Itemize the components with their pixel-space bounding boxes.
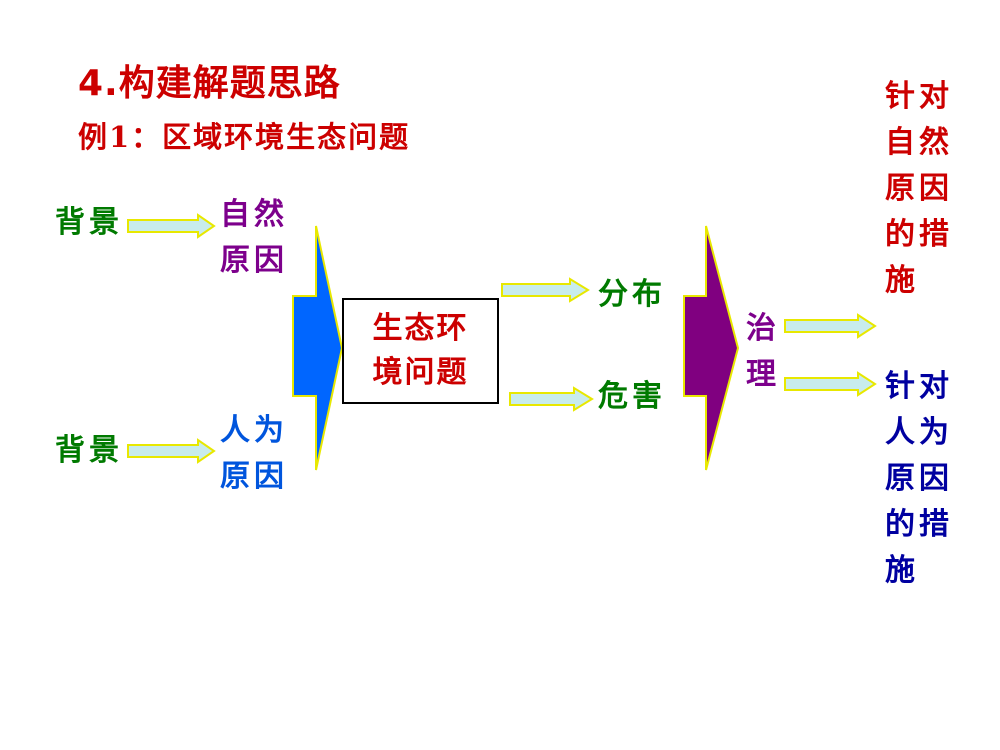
example-subtitle: 例1：区域环境生态问题 bbox=[78, 120, 411, 154]
human-measures-label: 针对人为原因的措施 bbox=[885, 369, 953, 588]
arrow-to-human-measures bbox=[784, 371, 877, 397]
arrow-background-top bbox=[127, 213, 216, 239]
background-label-top: 背景 bbox=[55, 205, 123, 240]
arrow-background-bottom bbox=[127, 438, 216, 464]
distribution-label: 分布 bbox=[598, 277, 666, 312]
harm-label: 危害 bbox=[598, 379, 666, 414]
merge-chevron-left bbox=[292, 225, 344, 471]
central-problem-text: 生态环境问题 bbox=[372, 311, 469, 390]
arrow-to-natural-measures bbox=[784, 313, 877, 339]
natural-measures-label: 针对自然原因的措施 bbox=[885, 79, 953, 298]
governance-label: 治 理 bbox=[746, 311, 780, 392]
background-label-bottom: 背景 bbox=[55, 433, 123, 468]
arrow-to-harm bbox=[509, 386, 594, 412]
natural-cause-label: 自然 原因 bbox=[220, 197, 288, 278]
central-problem-box: 生态环境问题 bbox=[342, 298, 499, 404]
human-cause-label: 人为 原因 bbox=[220, 413, 288, 494]
page-title: 4.构建解题思路 bbox=[78, 63, 341, 104]
merge-chevron-right bbox=[683, 225, 740, 471]
arrow-to-distribution bbox=[501, 277, 590, 303]
